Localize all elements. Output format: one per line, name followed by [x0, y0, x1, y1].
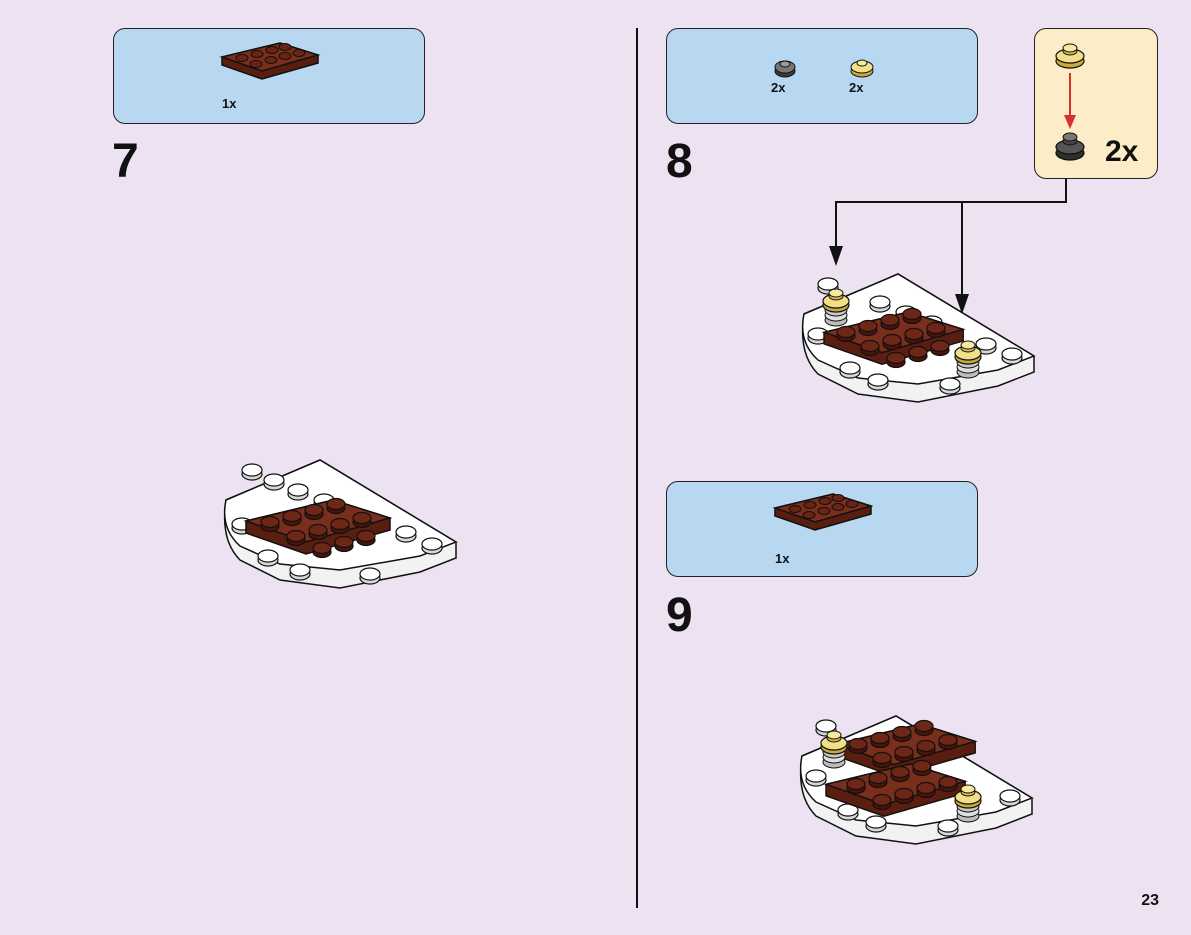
- step-7-parts-box: 1x: [113, 28, 425, 124]
- brown-plate-2x4-icon: [774, 493, 872, 531]
- gold-plate-icon: [1055, 43, 1085, 69]
- step-7-number: 7: [112, 135, 139, 188]
- dark-gray-round-plate-icon: [774, 60, 796, 78]
- subassembly-quantity: 2x: [1105, 135, 1139, 168]
- page-number: 23: [1141, 892, 1159, 909]
- step-7-model-illustration: [223, 459, 457, 589]
- step-9-number: 9: [666, 589, 693, 642]
- page-divider: [636, 28, 638, 908]
- brown-plate-2x4-icon: [221, 42, 319, 80]
- step-9-parts-box: 1x: [666, 481, 978, 577]
- step-8-subassembly-box: 2x: [1034, 28, 1158, 179]
- step-8-number: 8: [666, 135, 693, 188]
- gold-round-plate-icon: [850, 59, 874, 78]
- red-arrow-icon: [1064, 73, 1076, 129]
- step-8-part-1-quantity: 2x: [771, 80, 786, 95]
- step-9-model-illustration: [799, 715, 1033, 845]
- dark-gray-plate-icon: [1055, 132, 1085, 161]
- step-8-parts-box: 2x 2x: [666, 28, 978, 124]
- step-8-model-illustration: [801, 178, 1067, 403]
- step-9-part-quantity: 1x: [775, 551, 790, 566]
- step-8-part-2-quantity: 2x: [849, 80, 864, 95]
- step-7-part-quantity: 1x: [222, 96, 237, 111]
